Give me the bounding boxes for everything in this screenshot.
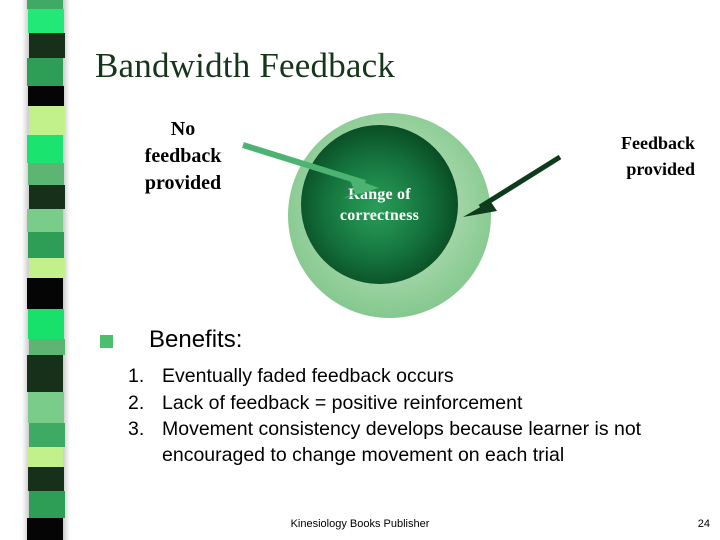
stripe-band xyxy=(28,466,64,491)
page-title: Bandwidth Feedback xyxy=(95,46,396,85)
stripe-band xyxy=(27,0,63,9)
stripe-band xyxy=(27,135,63,163)
decorative-stripe-container xyxy=(22,0,70,540)
list-item-text: Lack of feedback = positive reinforcemen… xyxy=(162,391,523,414)
stripe-band xyxy=(28,232,64,258)
no-feedback-line-1: No xyxy=(170,118,196,140)
stripe-band xyxy=(28,85,64,106)
list-item-text: Movement consistency develops because le… xyxy=(162,418,642,466)
footer-page-number: 24 xyxy=(697,518,710,530)
list-item: 1. Eventually faded feedback occurs xyxy=(128,364,698,390)
stripe-band xyxy=(27,208,63,233)
stripe-band xyxy=(29,338,65,356)
stripe-band xyxy=(29,258,65,279)
list-item: 3. Movement consistency develops because… xyxy=(128,417,698,468)
diagram-arrows xyxy=(242,142,562,217)
list-item: 2. Lack of feedback = positive reinforce… xyxy=(128,391,698,417)
stripe-band xyxy=(29,490,65,519)
list-item-marker: 2. xyxy=(128,391,145,414)
stripe-band xyxy=(28,8,64,33)
stripe-band xyxy=(29,105,65,136)
stripe-band xyxy=(28,391,64,423)
benefits-numbered-list: 1. Eventually faded feedback occurs 2. L… xyxy=(128,364,698,469)
feedback-provided-line-2: provided xyxy=(626,159,695,179)
list-item-text: Eventually faded feedback occurs xyxy=(162,365,454,387)
stripe-band xyxy=(27,58,63,86)
no-feedback-arrow xyxy=(242,142,379,199)
feedback-provided-line-1: Feedback xyxy=(621,133,695,153)
stripe-band xyxy=(29,422,65,447)
feedback-provided-arrow xyxy=(463,154,562,217)
footer-publisher: Kinesiology Books Publisher xyxy=(290,518,430,530)
benefits-heading: Benefits: xyxy=(149,326,243,353)
range-of-correctness-circle: Range of correctness xyxy=(301,125,458,284)
decorative-green-stripe xyxy=(27,0,65,540)
stripe-band xyxy=(27,355,63,392)
list-item-marker: 1. xyxy=(128,365,145,387)
stripe-band xyxy=(29,32,65,59)
no-feedback-line-2: feedback xyxy=(144,145,222,167)
stripe-band xyxy=(27,278,63,310)
list-item-marker: 3. xyxy=(128,418,145,440)
stripe-band xyxy=(28,309,64,339)
benefits-heading-row: Benefits: xyxy=(100,325,700,355)
stripe-band xyxy=(29,184,65,209)
range-label-line-2: correctness xyxy=(339,206,420,224)
stripe-band xyxy=(27,446,63,467)
no-feedback-provided-label: No feedback provided xyxy=(108,116,258,197)
square-bullet-icon xyxy=(100,335,113,348)
stripe-band xyxy=(28,162,64,185)
no-feedback-line-3: provided xyxy=(144,172,222,194)
bandwidth-diagram: Range of correctness No feedback provide… xyxy=(0,95,720,340)
feedback-provided-label: Feedback provided xyxy=(520,130,695,182)
stripe-band xyxy=(27,518,63,540)
